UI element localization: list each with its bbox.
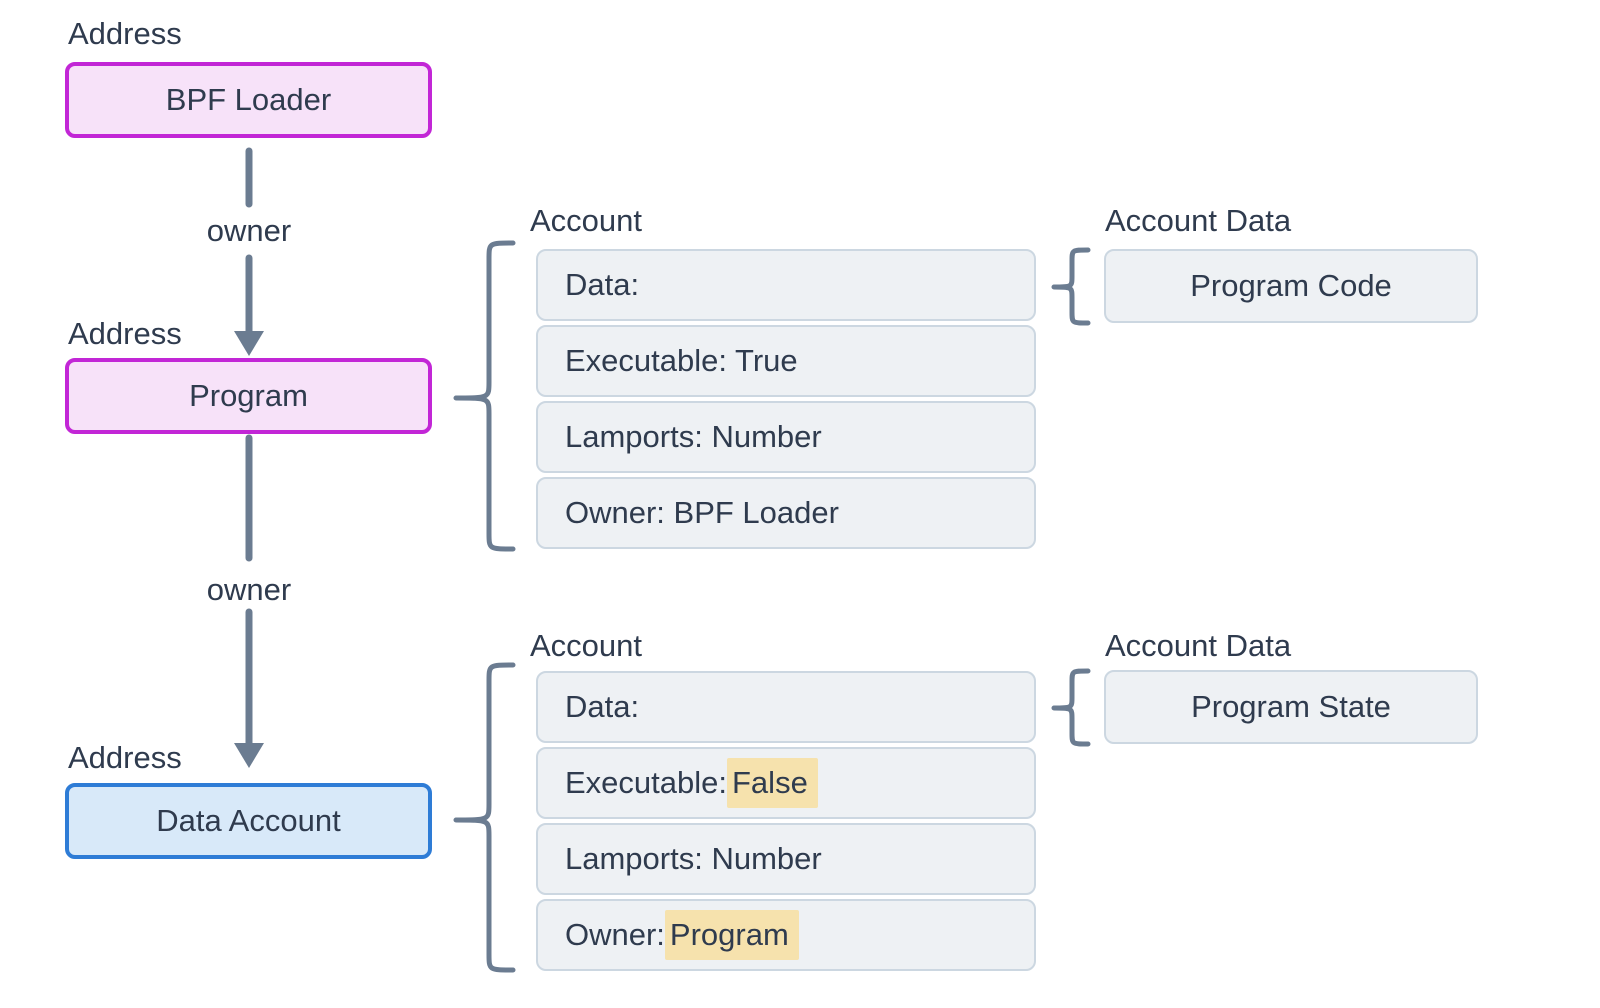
address-label-data-account: Address [68, 740, 182, 775]
address-label-bpf-loader: Address [68, 16, 182, 51]
account-field-text: Executable: [565, 765, 727, 800]
program-code-brace [1051, 247, 1091, 326]
program-state-box: Program State [1104, 670, 1478, 744]
account-group-2: Data: Executable:False Lamports: Number … [536, 671, 1036, 971]
highlighted-value-false: False [727, 758, 818, 808]
program-account-brace [453, 240, 516, 552]
owner-arrow-bpf-to-program [234, 147, 264, 356]
data-account-brace [453, 662, 516, 973]
account-field-text: Executable: True [565, 343, 798, 378]
address-label-program: Address [68, 316, 182, 351]
account-field-owner: Owner:Program [536, 899, 1036, 971]
owner-edge-label-2: owner [206, 572, 292, 607]
account-field-text: Lamports: Number [565, 419, 822, 454]
account-field-data: Data: [536, 671, 1036, 743]
program-code-label: Program Code [1190, 268, 1392, 303]
account-field-text: Data: [565, 689, 640, 724]
account-field-lamports: Lamports: Number [536, 401, 1036, 473]
account-field-lamports: Lamports: Number [536, 823, 1036, 895]
program-state-brace [1051, 668, 1091, 747]
node-data-account: Data Account [65, 783, 432, 859]
account-field-text: Data: [565, 267, 640, 302]
program-code-box: Program Code [1104, 249, 1478, 323]
account-field-executable: Executable:False [536, 747, 1036, 819]
highlighted-value-program: Program [664, 910, 799, 960]
account-data-title-2: Account Data [1105, 628, 1292, 663]
account-field-data: Data: [536, 249, 1036, 321]
account-field-text: Owner: BPF Loader [565, 495, 839, 530]
program-state-label: Program State [1191, 689, 1391, 724]
account-group-1: Data: Executable: True Lamports: Number … [536, 249, 1036, 549]
node-bpf-loader: BPF Loader [65, 62, 432, 138]
account-field-owner: Owner: BPF Loader [536, 477, 1036, 549]
account-data-title-1: Account Data [1105, 203, 1292, 238]
account-group-title-2: Account [530, 628, 643, 663]
account-field-text: Owner: [565, 917, 665, 952]
account-group-title-1: Account [530, 203, 643, 238]
account-field-executable: Executable: True [536, 325, 1036, 397]
account-field-text: Lamports: Number [565, 841, 822, 876]
node-program: Program [65, 358, 432, 434]
owner-edge-label-1: owner [206, 213, 292, 248]
owner-arrow-program-to-data-account [234, 434, 264, 768]
